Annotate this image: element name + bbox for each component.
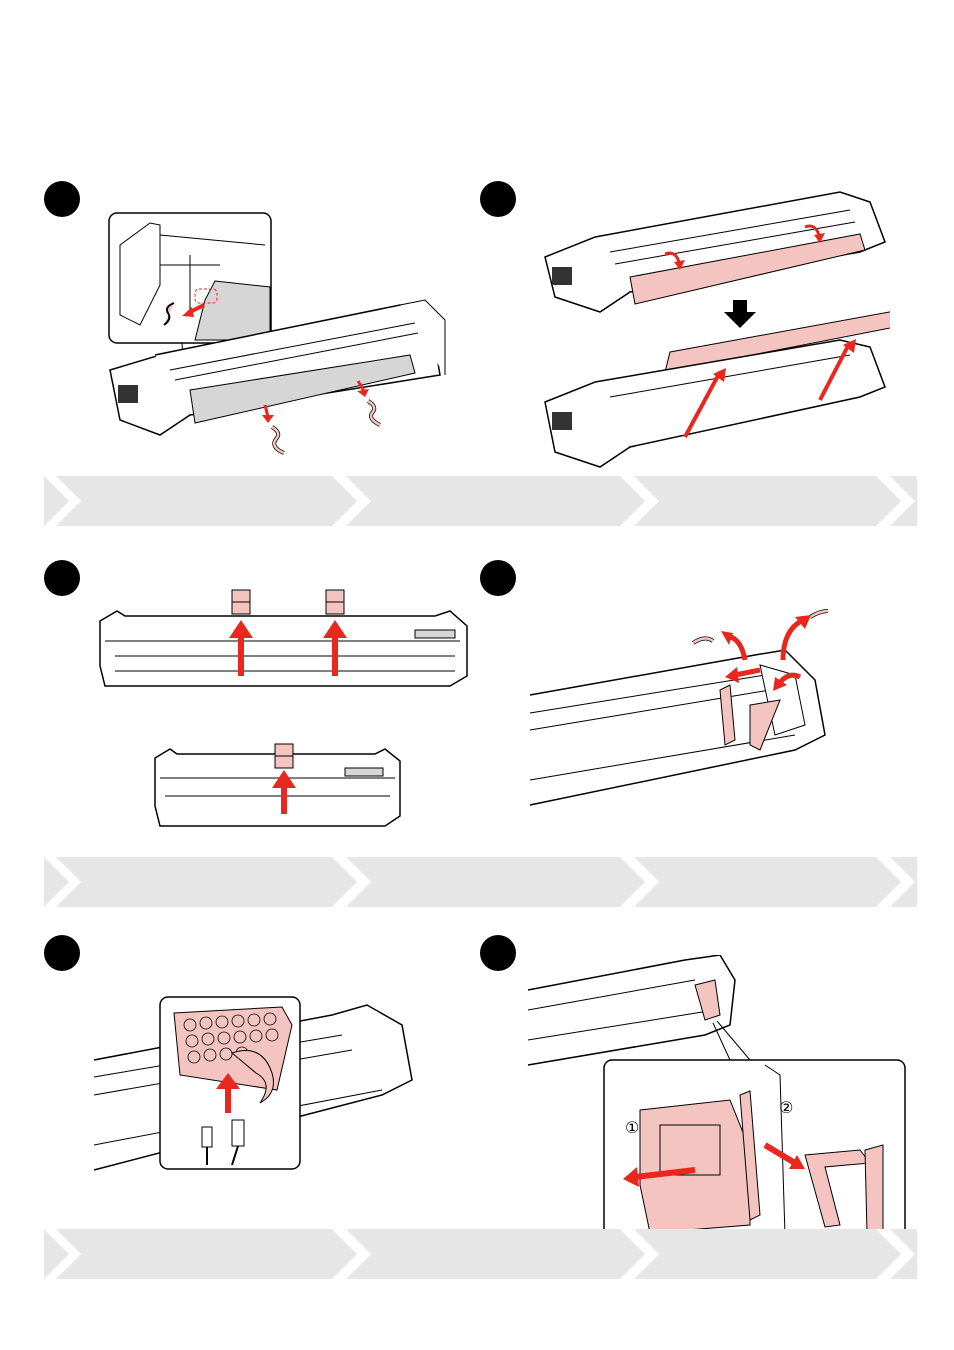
- callout-one: ①: [625, 1118, 639, 1137]
- chevron-icon: [332, 476, 371, 526]
- step-3-figure: [95, 586, 475, 831]
- step-badge-2: [480, 181, 516, 217]
- chevron-icon: [620, 476, 659, 526]
- printer-angled-close: [530, 650, 825, 805]
- step-badge-5: [44, 935, 80, 971]
- chevron-icon: [44, 1229, 81, 1279]
- step-badge-6: [480, 935, 516, 971]
- zoom-inset: ① ②: [604, 1060, 905, 1242]
- transition-banner-2: [44, 857, 917, 907]
- chevron-icon: [332, 857, 371, 907]
- zoom-inset: [160, 997, 300, 1169]
- printer-angled-close: [528, 955, 735, 1065]
- step-badge-1: [44, 181, 80, 217]
- chevron-icon: [620, 1229, 659, 1279]
- step-1-figure: [100, 205, 460, 455]
- transition-banner-3: [44, 1229, 917, 1279]
- chevron-icon: [876, 476, 915, 526]
- chevron-icon: [620, 857, 659, 907]
- chevron-icon: [876, 857, 915, 907]
- step-badge-4: [480, 560, 516, 596]
- chevron-icon: [44, 857, 81, 907]
- black-down-arrow-icon: [724, 300, 756, 328]
- transition-banner-1: [44, 476, 917, 526]
- step-6-figure: ① ②: [525, 955, 910, 1245]
- step-5-figure: [92, 995, 422, 1175]
- step-badge-3: [44, 560, 80, 596]
- printer-large-front: [100, 611, 467, 686]
- callout-two: ②: [779, 1098, 793, 1117]
- step-2-figure: [540, 182, 890, 472]
- chevron-icon: [876, 1229, 915, 1279]
- step-4-figure: [525, 605, 845, 810]
- chevron-icon: [332, 1229, 371, 1279]
- zoom-inset: [109, 213, 271, 343]
- chevron-icon: [44, 476, 81, 526]
